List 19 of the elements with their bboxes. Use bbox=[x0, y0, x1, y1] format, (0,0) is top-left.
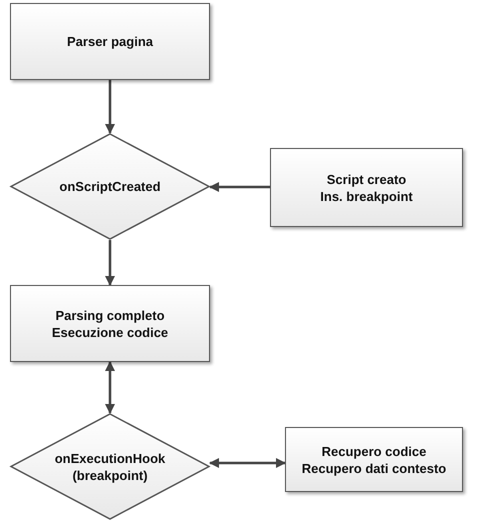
arrow bbox=[105, 361, 115, 414]
node-text: Parser pagina bbox=[67, 33, 153, 50]
process-box bbox=[285, 427, 463, 492]
node-text: Script creato bbox=[326, 170, 406, 188]
node-text: Esecuzione codice bbox=[52, 324, 168, 340]
node-text: onExecutionHook bbox=[54, 450, 166, 466]
node-text: Parsing completo bbox=[55, 306, 165, 324]
process-box bbox=[270, 148, 463, 227]
node-text: Recupero codice bbox=[322, 442, 426, 460]
arrow bbox=[209, 182, 270, 192]
arrow bbox=[105, 80, 115, 134]
node-text: onScriptCreated bbox=[59, 178, 161, 195]
node-text: Recupero dati contesto bbox=[302, 460, 446, 476]
arrow bbox=[209, 458, 286, 468]
process-box bbox=[10, 285, 210, 362]
node-text: (breakpoint) bbox=[72, 466, 148, 484]
arrow bbox=[105, 240, 115, 286]
node-text: Ins. breakpoint bbox=[320, 188, 413, 204]
process-box bbox=[10, 3, 210, 80]
